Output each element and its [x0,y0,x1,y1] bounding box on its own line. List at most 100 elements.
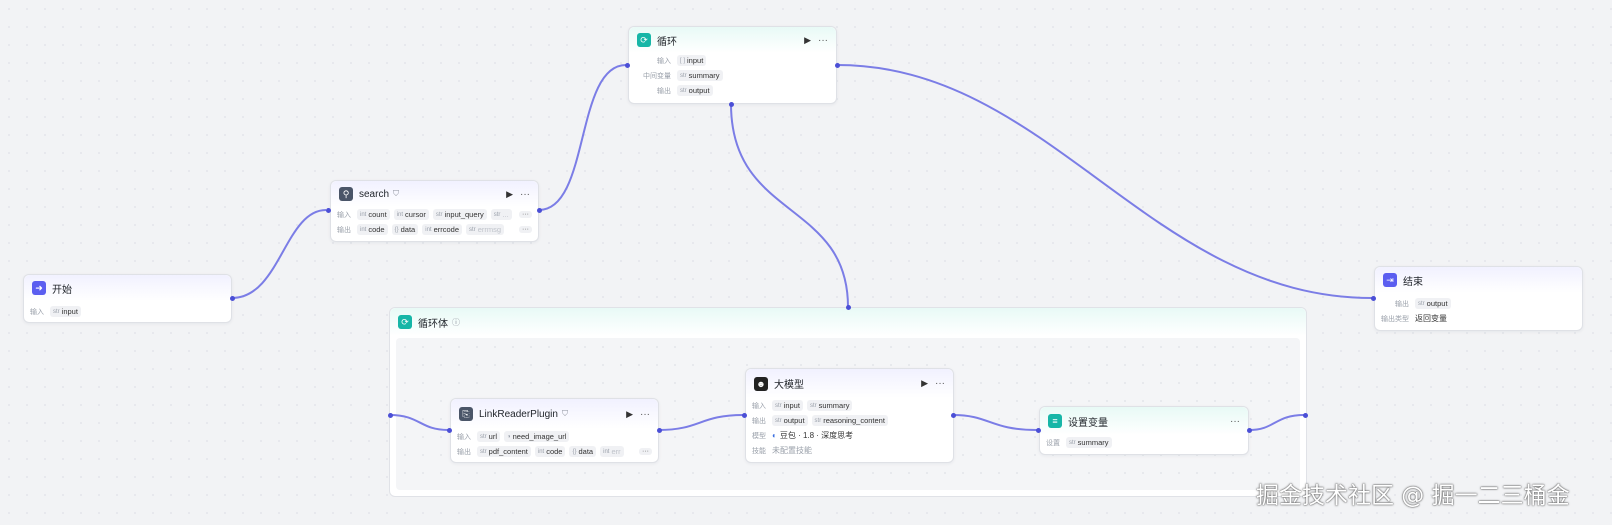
expand-inputs-button[interactable]: ··· [519,211,532,218]
loop-body-port[interactable] [729,102,734,107]
search-plugin-icon: ⚲ [339,187,353,201]
llm-header: ☻ 大模型 ▶ ··· [746,369,953,398]
loop-node-header: ⟳ 循环 ▶ ··· [629,27,836,53]
link-plugin-icon: ⎘ [459,407,473,421]
loop-node-title: 循环 [657,36,677,48]
node-menu-button[interactable]: ··· [1230,415,1240,427]
end-input-port[interactable] [1371,296,1376,301]
loop-icon: ⟳ [398,315,412,329]
run-node-button[interactable]: ▶ [921,378,928,388]
node-menu-button[interactable]: ··· [640,408,650,420]
llm-model-value[interactable]: 豆包 · 1.8 · 深度思考 [779,431,854,440]
search-input-tag[interactable]: str... [490,209,512,220]
link-reader-output-port[interactable] [657,428,662,433]
expand-outputs-button[interactable]: ··· [519,226,532,233]
variable-icon: ≡ [1048,414,1062,428]
info-icon[interactable]: ⓘ [452,317,460,327]
set-variable-output-port[interactable] [1247,428,1252,433]
end-mode-row: 输出类型 返回变量 [1381,314,1447,323]
search-output-port[interactable] [537,208,542,213]
link-reader-input-port[interactable] [447,428,452,433]
model-logo-icon: ◐ [772,431,777,440]
llm-title: 大模型 [774,380,804,391]
link-reader-header: ⎘ LinkReaderPlugin ⛉ ▶ ··· [451,399,658,429]
loop-body-top-port[interactable] [846,305,851,310]
start-node-title: 开始 [52,284,72,296]
edge-loop-end [836,64,1373,299]
search-node-header: ⚲ search ⛉ ▶ ··· [331,181,538,207]
search-input-port[interactable] [326,208,331,213]
set-variable-title: 设置变量 [1068,417,1108,429]
loop-body-container[interactable]: ⟳ 循环体 ⓘ [389,307,1307,497]
edge-loop-body [730,103,849,308]
end-node-title: 结束 [1403,276,1423,288]
llm-input-port[interactable] [742,413,747,418]
search-node-title: search [359,188,390,200]
edge-search-loop [538,64,627,211]
run-node-button[interactable]: ▶ [804,34,811,45]
run-node-button[interactable]: ▶ [506,188,513,199]
loop-output-port[interactable] [835,63,840,68]
exit-arrow-icon: ⇥ [1383,273,1397,287]
loop-body-title: 循环体 [418,318,448,330]
node-menu-button[interactable]: ··· [935,378,945,389]
node-menu-button[interactable]: ··· [818,34,828,46]
search-output-tag[interactable]: {}data [391,224,419,235]
loop-body-input-port[interactable] [388,413,393,418]
set-variable-input-port[interactable] [1036,428,1041,433]
loop-input-port[interactable] [625,63,630,68]
end-node-header: ⇥ 结束 [1375,267,1582,293]
loop-body-output-port[interactable] [1303,413,1308,418]
node-menu-button[interactable]: ··· [520,188,530,200]
loop-input-tag[interactable]: [ ]input [677,55,707,66]
watermark: 掘金技术社区 @ 掘一二三桶金 [1256,483,1570,509]
loop-input-row: 输入 [ ]input [629,53,836,68]
llm-model-row: 模型 ◐ 豆包 · 1.8 · 深度思考 [752,431,854,440]
start-output-port[interactable] [230,296,235,301]
link-reader-output-tag[interactable]: {}data [569,446,597,457]
llm-skill-value: 未配置技能 [772,446,812,455]
link-reader-input-tag[interactable]: ◑need_image_url [504,431,570,442]
start-node-header: ➜ 开始 [24,275,231,301]
run-node-button[interactable]: ▶ [626,408,633,419]
robot-icon: ☻ [754,376,768,391]
edge-start-search [231,209,327,299]
loop-body-header: ⟳ 循环体 ⓘ [390,308,1306,336]
llm-output-port[interactable] [951,413,956,418]
expand-outputs-button[interactable]: ··· [639,448,652,455]
